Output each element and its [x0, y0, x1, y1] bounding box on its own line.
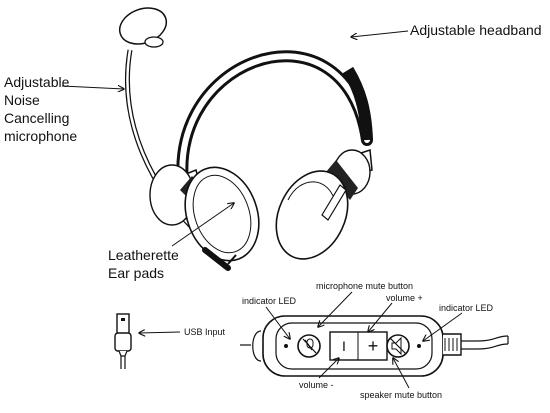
- right-ear-cup: [275, 149, 371, 260]
- left-ear-cup: [149, 164, 260, 271]
- ear-pads-label: Leatherette Ear pads: [108, 246, 179, 282]
- mic-mute-button[interactable]: [297, 334, 321, 358]
- volume-up-button[interactable]: +: [368, 336, 379, 356]
- usb-plug: [114, 313, 132, 369]
- indicator-led-left-label: indicator LED: [242, 296, 297, 306]
- volume-down-label: volume -: [299, 380, 334, 390]
- mic-mute-button-label: microphone mute button: [316, 281, 414, 291]
- speaker-mute-button-label: speaker mute button: [360, 390, 443, 400]
- volume-down-button[interactable]: I: [342, 338, 346, 354]
- ear-pads-label-line-2: Ear pads: [108, 265, 165, 281]
- usb-callout-arrow: [139, 332, 181, 333]
- headband-label: Adjustable headband: [410, 22, 542, 38]
- microphone-label-line-2: Noise: [4, 92, 40, 108]
- microphone-label-line-4: microphone: [4, 128, 78, 144]
- microphone-boom: [118, 7, 207, 242]
- microphone-label-line-3: Cancelling: [4, 110, 70, 126]
- headband-callout-arrow: [351, 30, 409, 37]
- microphone-label-line-1: Adjustable: [4, 74, 70, 90]
- volume-up-label: volume +: [386, 293, 423, 303]
- volume-rocker: [329, 331, 388, 361]
- microphone-label: Adjustable Noise Cancelling microphone: [4, 73, 77, 145]
- ear-pads-label-line-1: Leatherette: [108, 247, 179, 263]
- indicator-led-right-label: indicator LED: [439, 303, 494, 313]
- microphone-callout-arrow: [61, 86, 124, 89]
- controller-callout-arrows: [265, 291, 463, 389]
- ear-pad-callout-arrow: [171, 203, 234, 247]
- usb-input-label: USB Input: [184, 327, 226, 337]
- speaker-mute-button[interactable]: [386, 334, 410, 358]
